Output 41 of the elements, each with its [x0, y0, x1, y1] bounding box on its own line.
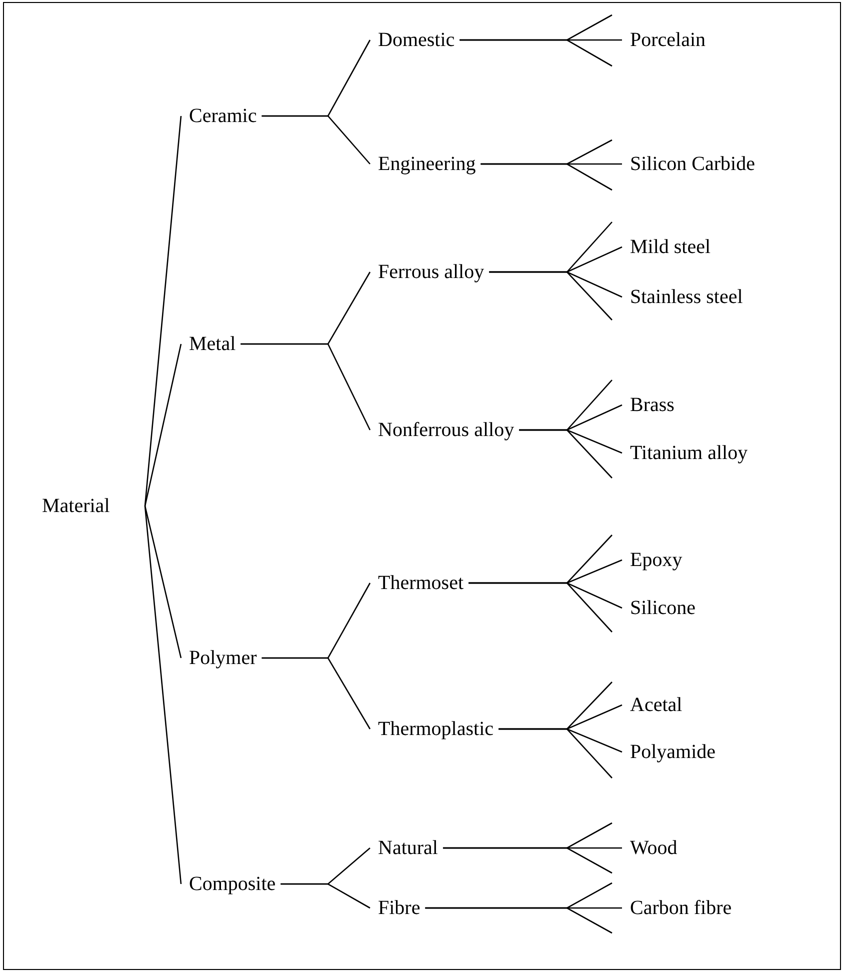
connector-line	[144, 505, 182, 884]
tree-label: Epoxy	[630, 548, 682, 572]
tree-label: Silicone	[630, 596, 696, 620]
connector-line	[468, 582, 612, 632]
tree-label: Carbon fibre	[630, 896, 732, 920]
connector-line	[144, 344, 182, 507]
tree-label: Nonferrous alloy	[378, 418, 514, 442]
connector-line	[144, 505, 182, 658]
connector-line	[480, 163, 612, 191]
connector-line	[425, 907, 612, 934]
tree-label: Ceramic	[189, 104, 257, 128]
tree-label: Silicon Carbide	[630, 152, 755, 176]
connector-line	[280, 883, 370, 909]
tree-label: Metal	[189, 332, 236, 356]
connector-line	[442, 847, 612, 874]
tree-label: Stainless steel	[630, 285, 743, 309]
tree-label: Thermoplastic	[378, 717, 494, 741]
tree-label: Polyamide	[630, 740, 716, 764]
connector-line	[489, 271, 612, 320]
tree-label: Ferrous alloy	[378, 260, 484, 284]
tree-label: Material	[42, 494, 110, 518]
tree-label: Mild steel	[630, 235, 711, 259]
connector-line	[262, 657, 371, 730]
connector-line	[519, 429, 612, 478]
connector-line	[240, 343, 371, 430]
tree-label: Acetal	[630, 693, 682, 717]
tree-label: Brass	[630, 393, 674, 417]
connector-line	[262, 115, 370, 164]
tree-label: Porcelain	[630, 28, 706, 52]
connector-line	[498, 728, 612, 778]
tree-label: Wood	[630, 836, 678, 860]
connector-line	[144, 116, 182, 507]
connector-line	[460, 39, 612, 67]
tree-label: Natural	[378, 836, 438, 860]
tree-label: Engineering	[378, 152, 476, 176]
tree-label: Polymer	[189, 646, 257, 670]
tree-label: Fibre	[378, 896, 420, 920]
tree-label: Thermoset	[378, 571, 464, 595]
tree-label: Composite	[189, 872, 276, 896]
tree-label: Domestic	[378, 28, 455, 52]
tree-label: Titanium alloy	[630, 441, 748, 465]
